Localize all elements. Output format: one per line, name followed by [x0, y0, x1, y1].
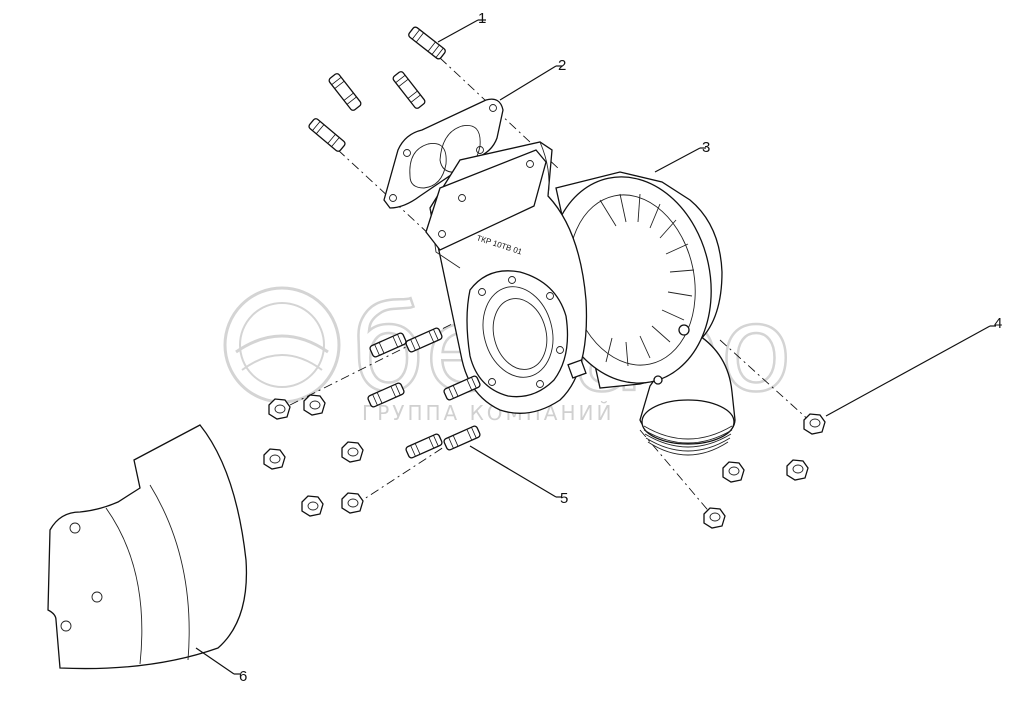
- stud: [443, 375, 481, 401]
- outlet-ribbed-ring: [641, 399, 735, 456]
- stud: [308, 118, 346, 152]
- compressor-fins: [548, 176, 712, 384]
- part-6-heat-shield: [47, 424, 248, 670]
- callout-6: 6: [239, 668, 247, 685]
- stud: [367, 382, 405, 408]
- watermark-subtitle: ГРУППА КОМПАНИЙ: [362, 401, 614, 425]
- nut: [303, 394, 326, 416]
- stud: [443, 425, 481, 451]
- leader-lines: [195, 19, 996, 675]
- callout-2: 2: [558, 57, 566, 74]
- stud: [405, 327, 443, 353]
- callout-numbers: 1 2 3 4 5 6: [239, 10, 1002, 685]
- nut: [341, 441, 364, 463]
- exhaust-outlet-flange: [466, 270, 569, 398]
- callout-1: 1: [478, 10, 486, 27]
- callout-4: 4: [994, 315, 1002, 332]
- nut: [263, 448, 286, 470]
- stud: [392, 71, 426, 109]
- part-3-turbocharger: ТКР 10ТВ 01: [425, 141, 736, 456]
- part-4-nut: [803, 413, 826, 435]
- watermark-logo-icon: [223, 286, 341, 404]
- nut: [786, 459, 809, 481]
- stud: [369, 332, 407, 358]
- part-1-upper-studs: [308, 26, 446, 152]
- part-2-gasket: [383, 98, 504, 209]
- stud: [328, 73, 362, 111]
- nut: [722, 461, 745, 483]
- part-5-lower-studs: [367, 327, 481, 459]
- nut: [703, 507, 726, 529]
- stud: [408, 26, 446, 60]
- callout-3: 3: [702, 139, 710, 156]
- stud: [405, 433, 443, 459]
- nuts: [263, 394, 826, 529]
- nut: [268, 398, 291, 420]
- nut: [341, 492, 364, 514]
- nut: [301, 495, 324, 517]
- callout-5: 5: [560, 490, 568, 507]
